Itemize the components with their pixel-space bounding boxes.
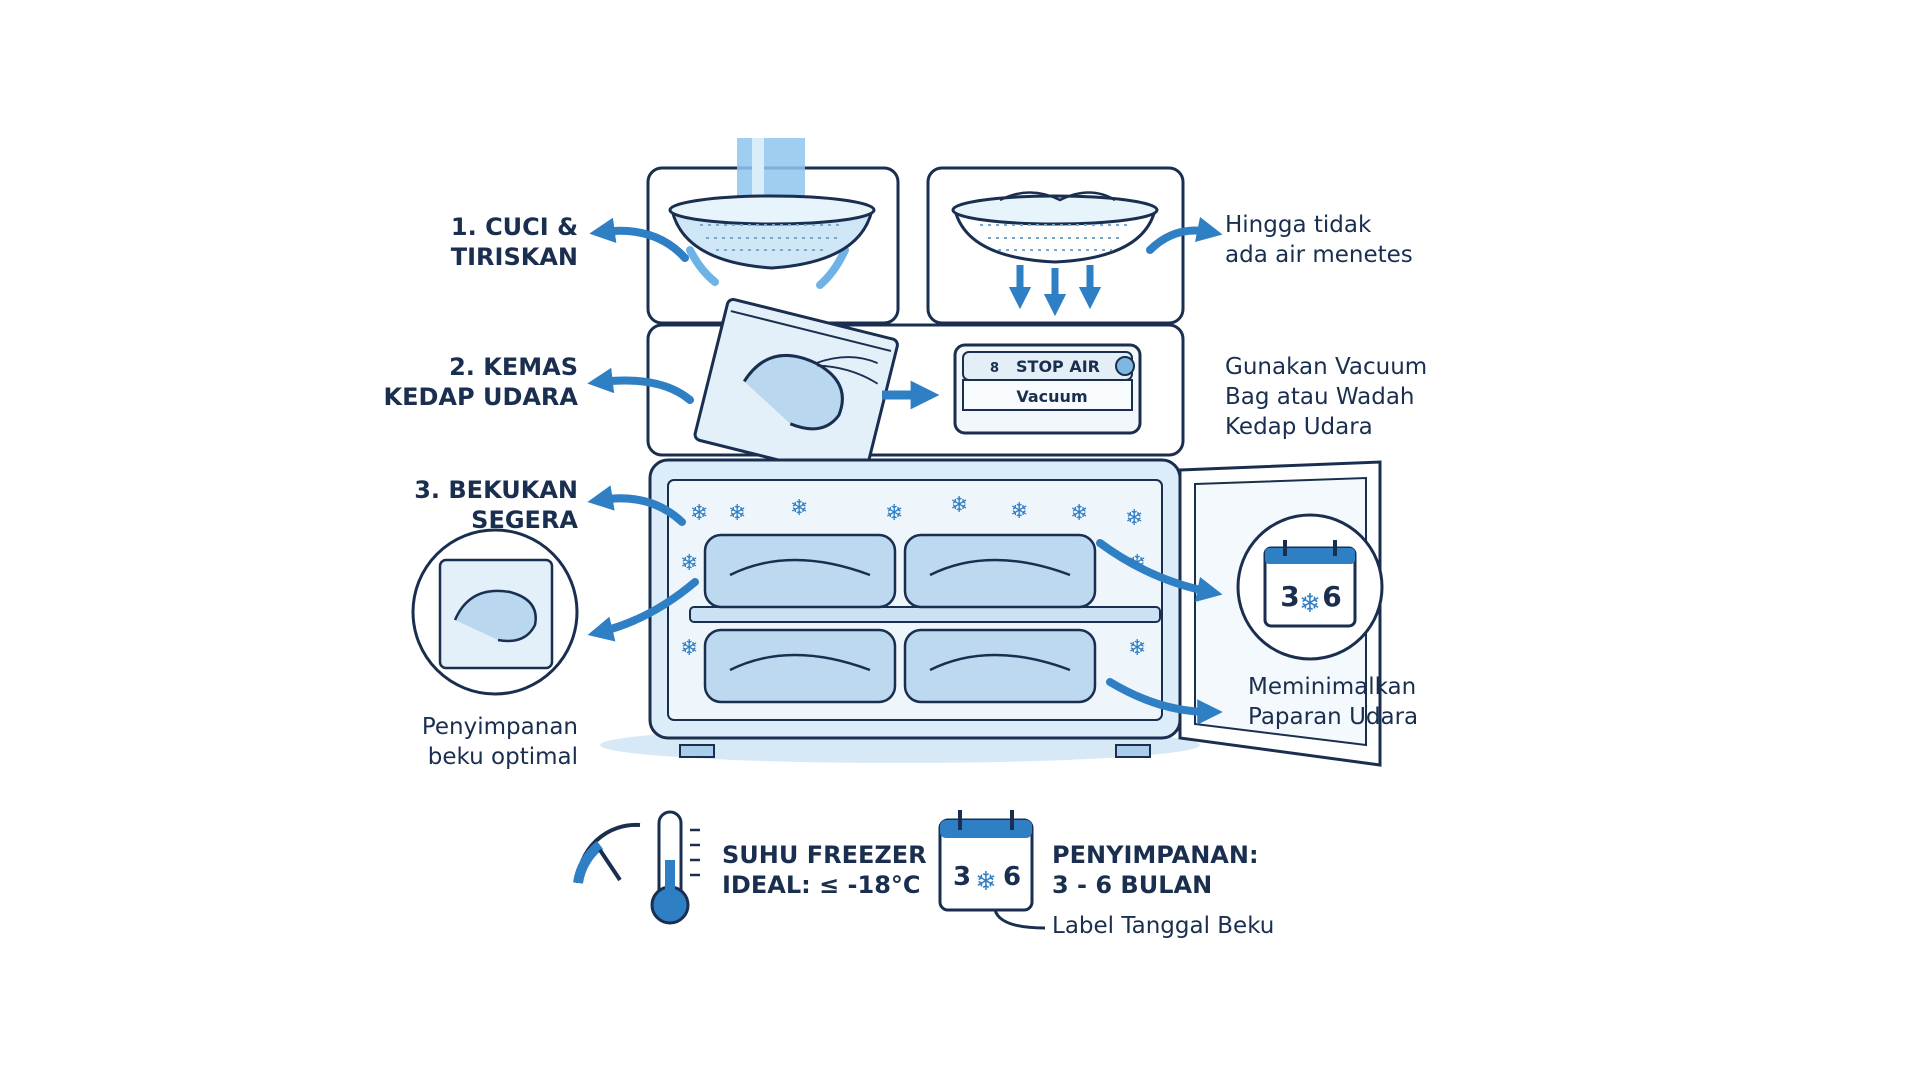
stop-air-label: STOP AIR	[1016, 357, 1100, 376]
snowflake-icon: ❄❄❄ ❄❄❄ ❄❄❄ ❄❄❄	[680, 493, 1146, 661]
storage-duration-text: PENYIMPANAN: 3 - 6 BULAN	[1052, 841, 1259, 899]
exposure-note: Meminimalkan Paparan Udara	[1248, 674, 1419, 730]
vacuum-note: Gunakan Vacuum Bag atau Wadah Kedap Udar…	[1225, 354, 1428, 440]
vacuum-sealer-icon: 8 STOP AIR Vacuum	[953, 343, 1142, 435]
svg-text:❄: ❄	[1128, 636, 1146, 661]
svg-text:❄: ❄	[690, 501, 708, 526]
calendar-circle: 3 ❄ 6	[1236, 513, 1384, 661]
svg-text:❄: ❄	[885, 501, 903, 526]
step-3-label: 3. BEKUKAN SEGERA	[414, 476, 578, 534]
calendar-right-number: 6	[1003, 862, 1021, 892]
shrimp-bag-icon	[693, 297, 899, 482]
svg-text:8: 8	[990, 361, 999, 376]
svg-text:❄: ❄	[950, 493, 968, 518]
storage-note: Penyimpanan beku optimal	[421, 714, 578, 770]
frozen-shrimp-circle	[411, 528, 579, 696]
arrows	[587, 216, 1223, 725]
svg-text:❄: ❄	[1070, 501, 1088, 526]
calendar-left-number: 3	[953, 862, 971, 892]
svg-text:❄: ❄	[680, 551, 698, 576]
step-1-label: 1. CUCI & TIRISKAN	[450, 213, 578, 271]
drain-note: Hingga tidak ada air menetes	[1225, 212, 1413, 268]
shrimp-pack	[703, 533, 897, 609]
snowflake-icon: ❄	[1299, 589, 1321, 619]
svg-text:❄: ❄	[728, 501, 746, 526]
svg-text:❄: ❄	[680, 636, 698, 661]
calendar-icon: 3 ❄ 6	[938, 810, 1046, 930]
calendar-right-number: 6	[1322, 580, 1341, 613]
gauge-icon	[573, 822, 641, 884]
freezer-temp-text: SUHU FREEZER IDEAL: ≤ -18°C	[722, 841, 927, 899]
shrimp-pack	[903, 628, 1097, 704]
vacuum-label: Vacuum	[1016, 387, 1087, 406]
svg-text:❄: ❄	[790, 496, 808, 521]
shrimp-pack	[903, 533, 1097, 609]
svg-text:❄: ❄	[1010, 499, 1028, 524]
thermometer-icon	[650, 810, 700, 925]
step-2-label: 2. KEMAS KEDAP UDARA	[383, 353, 578, 411]
shrimp-pack	[703, 628, 897, 704]
snowflake-icon: ❄	[975, 867, 997, 897]
colander-icon	[951, 191, 1159, 317]
colander-icon	[668, 194, 876, 270]
calendar-left-number: 3	[1280, 580, 1299, 613]
svg-text:❄: ❄	[1125, 506, 1143, 531]
label-date-note: Label Tanggal Beku	[1052, 913, 1275, 939]
